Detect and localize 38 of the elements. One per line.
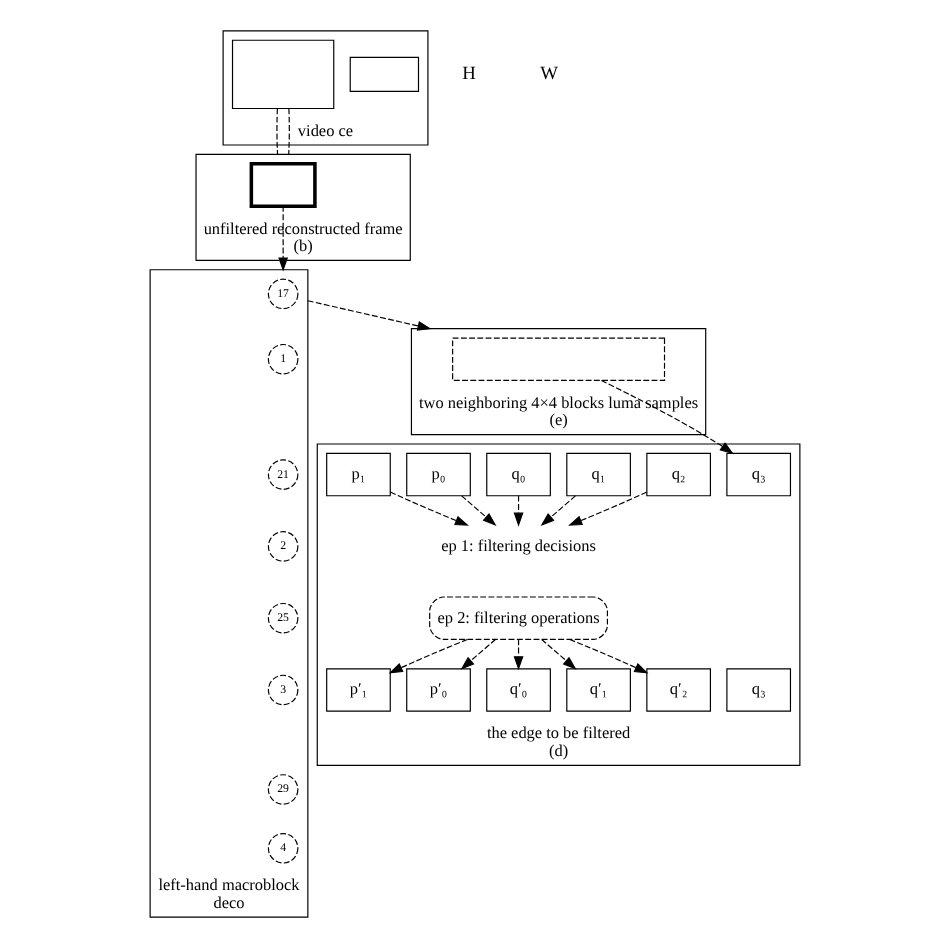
node-box: q′₁ [565,668,630,712]
cluster: two neighboring 4×4 blocks luma samples (e) [409,328,706,436]
node-box: ep 2: filtering operations [428,596,607,640]
node-box [348,56,419,93]
node-box: p′₀ [405,668,470,712]
node-box: q₃ [725,668,791,712]
node-box: q₂ [645,452,710,497]
node-box: p₀ [405,452,470,497]
node-box: q₃ [725,452,791,497]
arrow [567,491,647,526]
arrow [512,495,523,527]
connector [287,108,289,155]
node-box: q₁ [565,452,630,497]
arrow [306,300,431,331]
arrow [277,205,288,272]
arrow [388,491,469,526]
arrow [540,638,576,670]
connector [275,108,278,155]
arrow [387,638,467,674]
arrow [512,638,523,671]
arrow [539,495,576,527]
node-box: p′₁ [325,668,390,712]
node-box [451,337,665,381]
arrow [568,638,648,674]
node-text: ep 1: filtering decisions [440,536,595,555]
arrow [459,638,495,670]
arrow [460,495,496,527]
node-box: q′₂ [645,668,710,712]
node-box: q′₀ [485,668,550,712]
node-box: q₀ [485,452,550,497]
node-box [230,39,334,110]
node-box [248,162,316,208]
arrow [599,379,733,455]
node-box: p₁ [325,452,390,497]
cluster: unfiltered reconstructed frame (b) [194,153,410,261]
label: W [539,64,558,85]
cluster: video ce [221,30,428,146]
label: H [461,64,475,85]
